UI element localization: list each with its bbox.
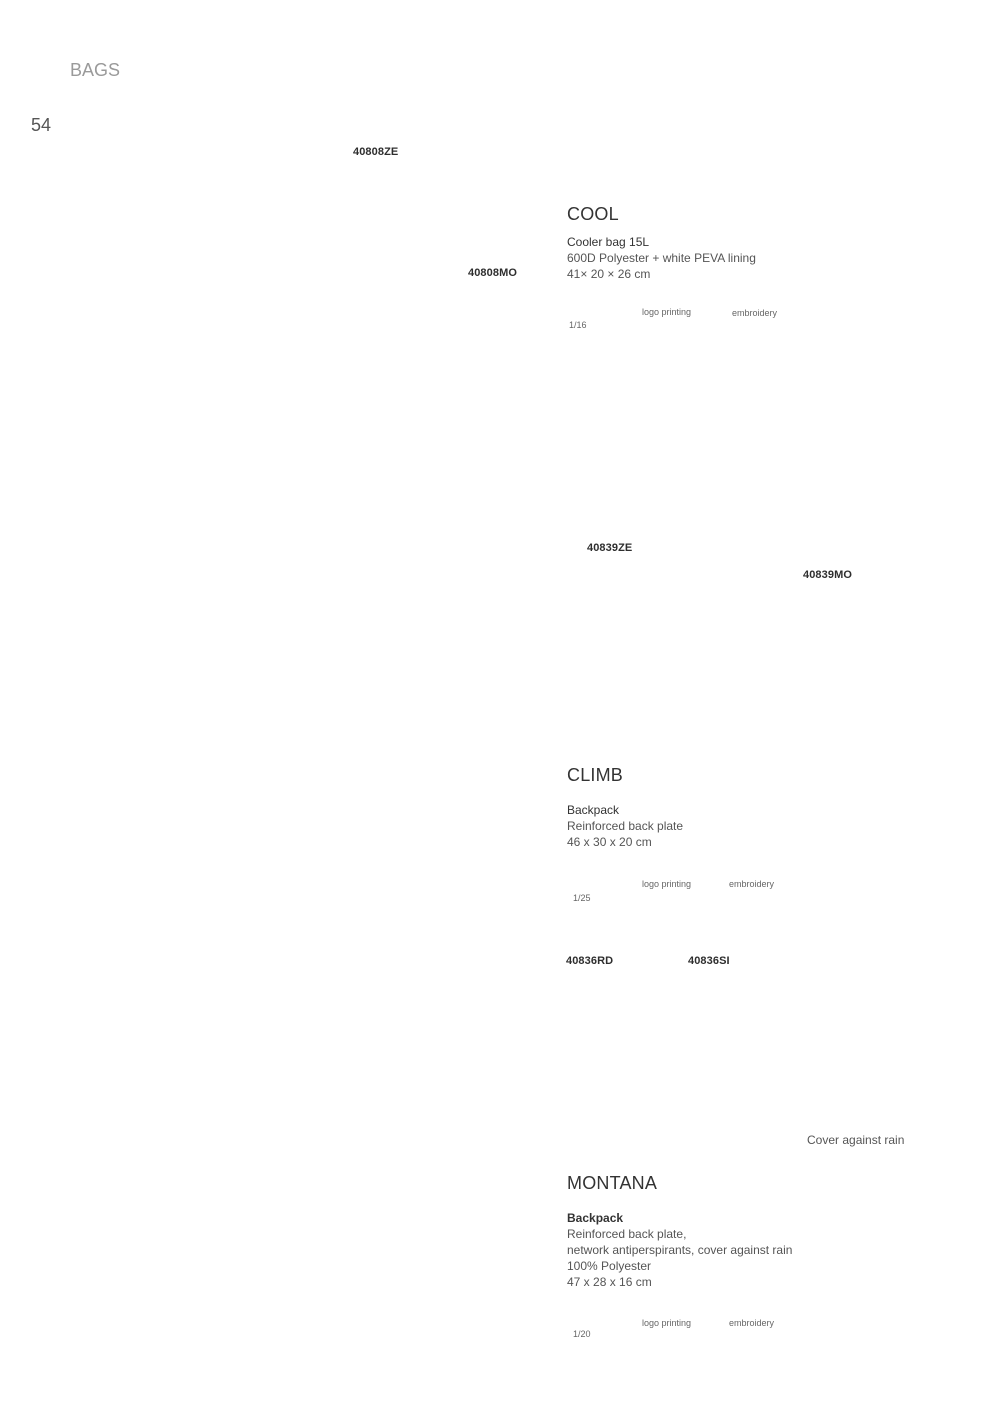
- description-line: Backpack: [567, 1211, 624, 1225]
- description-line: 600D Polyester + white PEVA lining: [567, 251, 756, 265]
- product-code: 40808ZE: [353, 146, 399, 158]
- description-line: Backpack: [567, 803, 620, 817]
- product-code: 40836RD: [566, 955, 614, 967]
- product-code: 40839ZE: [587, 542, 633, 554]
- page-number: 54: [31, 115, 52, 135]
- feature-note: Cover against rain: [807, 1133, 905, 1147]
- product-description: Backpack Reinforced back plate, network …: [567, 1210, 792, 1290]
- pack-quantity: 1/25: [573, 893, 591, 903]
- pack-quantity: 1/16: [569, 320, 587, 330]
- embroidery-label: embroidery: [729, 1318, 775, 1328]
- product-code: 40836SI: [688, 955, 730, 967]
- logo-printing-label: logo printing: [642, 879, 692, 889]
- description-line: Cooler bag 15L: [567, 235, 650, 249]
- product-code: 40839MO: [803, 569, 853, 581]
- pack-quantity: 1/20: [573, 1329, 591, 1339]
- section-title: BAGS: [70, 60, 121, 80]
- description-line: 100% Polyester: [567, 1259, 652, 1273]
- description-line: Reinforced back plate: [567, 819, 684, 833]
- product-title: MONTANA: [567, 1173, 658, 1193]
- embroidery-label: embroidery: [729, 879, 775, 889]
- description-line: 47 x 28 x 16 cm: [567, 1275, 652, 1289]
- product-code: 40808MO: [468, 267, 518, 279]
- product-description: Backpack Reinforced back plate 46 x 30 x…: [567, 802, 683, 850]
- logo-printing-label: logo printing: [642, 1318, 692, 1328]
- description-line: 41× 20 × 26 cm: [567, 267, 651, 281]
- description-line: Reinforced back plate,: [567, 1227, 687, 1241]
- embroidery-label: embroidery: [732, 308, 778, 318]
- description-line: network antiperspirants, cover against r…: [567, 1243, 793, 1257]
- product-title: CLIMB: [567, 765, 624, 785]
- description-line: 46 x 30 x 20 cm: [567, 835, 652, 849]
- logo-printing-label: logo printing: [642, 307, 692, 317]
- product-description: Cooler bag 15L 600D Polyester + white PE…: [567, 234, 756, 282]
- product-title: COOL: [567, 204, 619, 224]
